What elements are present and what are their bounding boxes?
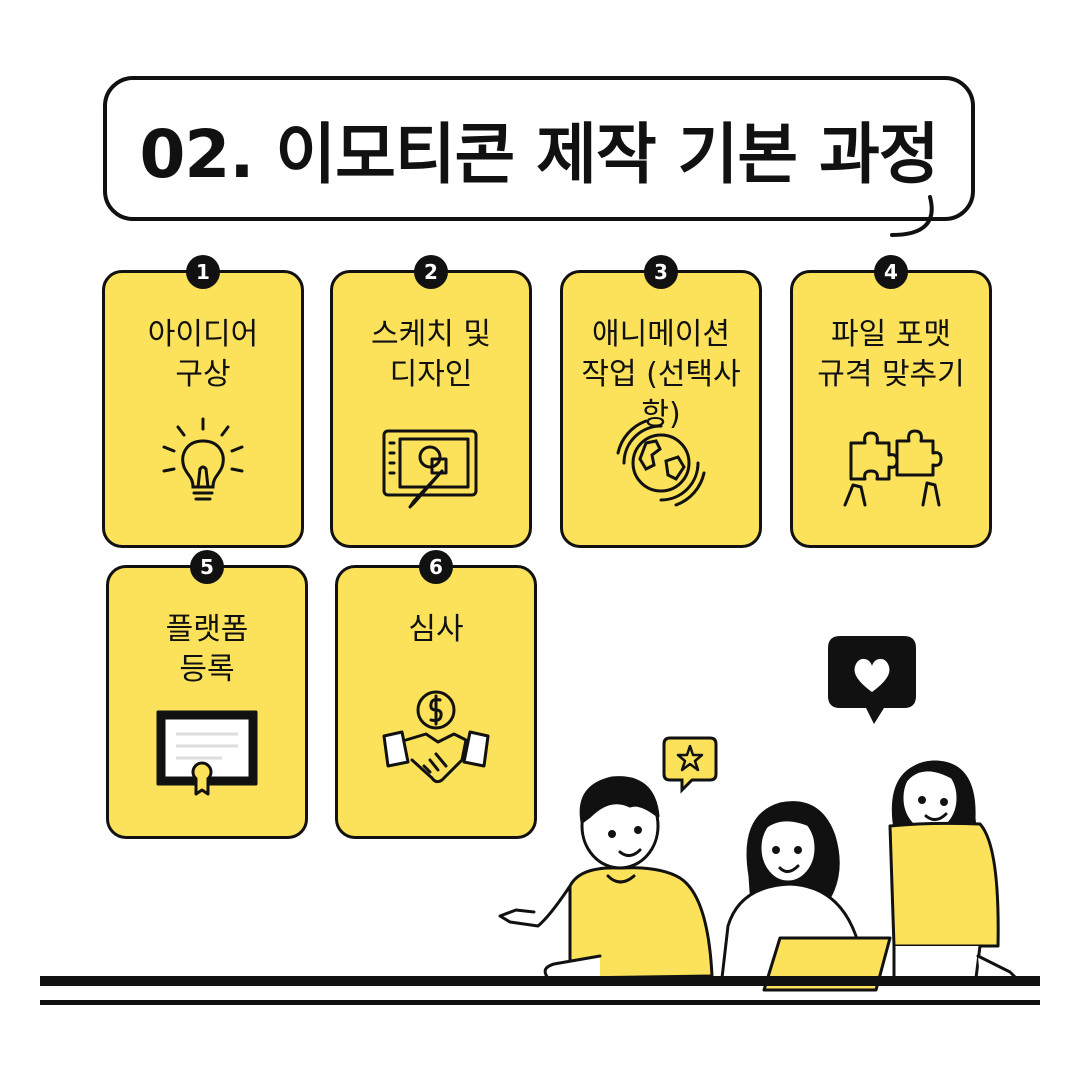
step-card-3: 3 애니메이션 작업 (선택사항) xyxy=(560,255,762,548)
step-label: 스케치 및 디자인 xyxy=(371,317,491,392)
star-bubble-icon xyxy=(662,736,718,794)
people-illustration xyxy=(498,760,1022,992)
step-number: 2 xyxy=(414,255,448,289)
puzzle-pieces-icon xyxy=(843,429,943,507)
step-label: 아이디어 구상 xyxy=(147,317,259,392)
step-card-2: 2 스케치 및 디자인 xyxy=(330,255,532,548)
step-label: 플랫폼 등록 xyxy=(165,612,249,687)
step-number: 3 xyxy=(644,255,678,289)
desk-line-bottom xyxy=(40,1000,1040,1005)
certificate-icon xyxy=(156,710,258,796)
title-banner: 02. 이모티콘 제작 기본 과정 xyxy=(103,76,975,221)
step-number: 4 xyxy=(874,255,908,289)
step-number: 1 xyxy=(186,255,220,289)
desk-line-top xyxy=(40,976,1040,986)
step-card-4: 4 파일 포맷 규격 맞추기 xyxy=(790,255,992,548)
step-card-5: 5 플랫폼 등록 xyxy=(106,550,308,839)
page-title: 02. 이모티콘 제작 기본 과정 xyxy=(139,115,939,193)
step-number: 5 xyxy=(190,550,224,584)
step-card-6: 6 심사 xyxy=(335,550,537,839)
step-label: 파일 포맷 규격 맞추기 xyxy=(817,317,965,392)
heart-bubble-icon xyxy=(828,636,916,724)
speech-tail-icon xyxy=(890,195,934,237)
step-number: 6 xyxy=(419,550,453,584)
step-label: 심사 xyxy=(408,612,464,647)
drawing-tablet-icon xyxy=(382,429,478,509)
step-card-1: 1 아이디어 구상 xyxy=(102,255,304,548)
globe-icon xyxy=(616,419,706,507)
lightbulb-icon xyxy=(162,417,244,501)
handshake-dollar-icon xyxy=(382,690,490,784)
